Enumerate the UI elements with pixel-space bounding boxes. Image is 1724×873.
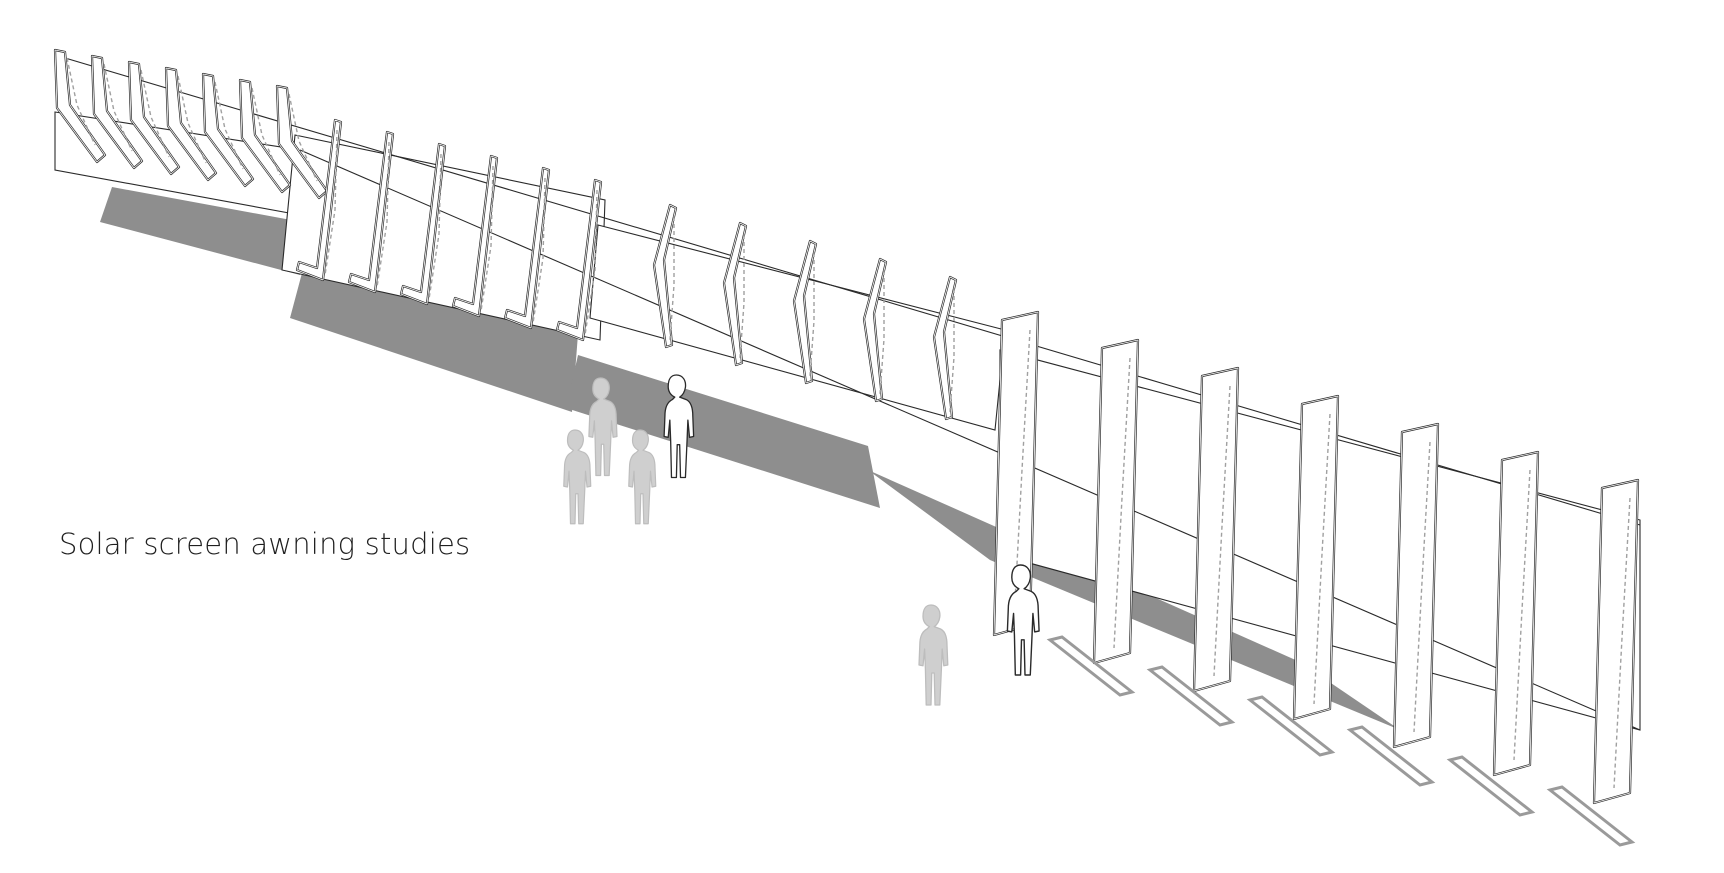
fin-study-2-1 bbox=[295, 118, 343, 282]
person-figure-left bbox=[588, 377, 618, 477]
fin-study-4-7 bbox=[1592, 478, 1640, 805]
fin-study-3-5 bbox=[932, 275, 958, 421]
frame-projection-1 bbox=[1046, 635, 1136, 697]
frame-projection-4 bbox=[1346, 725, 1436, 787]
diagram-caption: Solar screen awning studies bbox=[59, 527, 471, 561]
person-silhouette-icon bbox=[663, 374, 695, 479]
frame-projection-3 bbox=[1246, 695, 1336, 757]
band-study-2 bbox=[281, 134, 606, 341]
fin-study-1-3 bbox=[127, 60, 181, 176]
person-silhouette-icon bbox=[1006, 564, 1040, 676]
fin-study-1-6 bbox=[238, 78, 292, 194]
fin-study-1-5 bbox=[201, 72, 255, 188]
frame-projection-2 bbox=[1146, 665, 1236, 727]
frame-ground-projections bbox=[1046, 635, 1636, 847]
fin-study-3-3 bbox=[792, 239, 818, 385]
people-figures bbox=[563, 374, 1040, 706]
fin-study-4-3 bbox=[1192, 366, 1240, 693]
fin-study-3-2 bbox=[722, 221, 748, 367]
fin-study-4-4 bbox=[1292, 394, 1340, 721]
fin-study-2-6 bbox=[555, 178, 603, 342]
person-silhouette-icon bbox=[918, 604, 949, 706]
fin-study-1-4 bbox=[164, 66, 218, 182]
person-ghost-right bbox=[918, 604, 949, 706]
awning-bottom-edge bbox=[299, 149, 1641, 731]
fin-study-4-2 bbox=[1092, 338, 1140, 665]
fin-study-2-3 bbox=[399, 142, 447, 306]
fin-study-2-5 bbox=[503, 166, 551, 330]
fin-study-3-1 bbox=[652, 203, 678, 349]
fin-study-4-5 bbox=[1392, 422, 1440, 749]
fin-study-2-4 bbox=[451, 154, 499, 318]
person-ghost-left bbox=[563, 429, 592, 525]
fin-study-1-1 bbox=[53, 48, 107, 164]
fin-study-1-2 bbox=[90, 54, 144, 170]
person-silhouette-icon bbox=[628, 429, 657, 525]
shadow-study-2 bbox=[290, 273, 578, 412]
person-ghost-center bbox=[628, 429, 657, 525]
fin-study-4-6 bbox=[1492, 450, 1540, 777]
awning-top-edge bbox=[54, 54, 1641, 526]
shadow-study-3 bbox=[566, 355, 880, 508]
person-silhouette-icon bbox=[563, 429, 592, 525]
frame-projection-6 bbox=[1546, 785, 1636, 847]
person-figure-right bbox=[1006, 564, 1040, 676]
fin-study-3-4 bbox=[862, 257, 888, 403]
person-figure-center bbox=[663, 374, 695, 479]
person-silhouette-icon bbox=[588, 377, 618, 477]
fin-study-2-2 bbox=[347, 130, 395, 294]
shadow-study-1 bbox=[100, 187, 302, 275]
frame-projection-5 bbox=[1446, 755, 1536, 817]
